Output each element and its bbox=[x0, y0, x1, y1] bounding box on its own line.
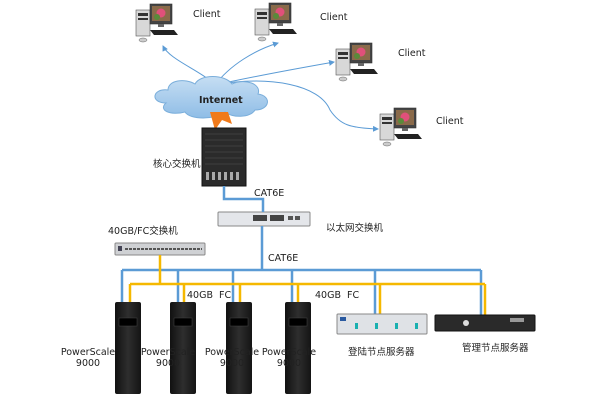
cat6e-label-1: CAT6E bbox=[254, 188, 285, 199]
fc-link-label-2: 40GB FC bbox=[315, 290, 360, 301]
powerscale-label-1: PowerScale 9000 bbox=[58, 347, 118, 369]
powerscale-label-3: PowerScale 9000 bbox=[202, 347, 262, 369]
management-server-icon bbox=[434, 314, 536, 332]
powerscale-name: PowerScale bbox=[140, 347, 196, 358]
powerscale-model: 9000 bbox=[75, 358, 101, 369]
powerscale-node-3 bbox=[226, 302, 252, 394]
powerscale-label-2: PowerScale 9000 bbox=[138, 347, 198, 369]
ethernet-switch-icon bbox=[217, 211, 311, 227]
login-server-label: 登陆节点服务器 bbox=[348, 347, 415, 358]
client-label-3: Client bbox=[398, 48, 426, 59]
management-server-label: 管理节点服务器 bbox=[462, 343, 529, 354]
internet-cloud-icon bbox=[154, 76, 268, 119]
powerscale-name: PowerScale bbox=[204, 347, 260, 358]
powerscale-node-4 bbox=[285, 302, 311, 394]
client-label-2: Client bbox=[320, 12, 348, 23]
fc-links bbox=[128, 255, 487, 318]
login-server-icon bbox=[336, 313, 428, 335]
powerscale-node-1 bbox=[115, 302, 141, 394]
ethernet-switch-label: 以太网交换机 bbox=[326, 223, 384, 234]
client-label-1: Client bbox=[193, 9, 221, 20]
powerscale-label-4: PowerScale 9000 bbox=[259, 347, 319, 369]
core-switch-label: 核心交换机 bbox=[153, 159, 201, 170]
powerscale-model: 9000 bbox=[155, 358, 181, 369]
fc-switch-icon bbox=[114, 242, 206, 256]
powerscale-name: PowerScale bbox=[261, 347, 317, 358]
client-computer-1 bbox=[135, 3, 179, 43]
powerscale-node-2 bbox=[170, 302, 196, 394]
core-switch-icon bbox=[201, 127, 247, 187]
cat6e-label-2: CAT6E bbox=[268, 253, 299, 264]
client-computer-4 bbox=[379, 107, 423, 147]
powerscale-model: 9000 bbox=[276, 358, 302, 369]
ethernet-links bbox=[120, 186, 483, 318]
powerscale-name: PowerScale bbox=[60, 347, 116, 358]
client-computer-2 bbox=[254, 2, 298, 42]
lightning-icon bbox=[210, 112, 232, 130]
client-label-4: Client bbox=[436, 116, 464, 127]
internet-label: Internet bbox=[199, 95, 243, 106]
powerscale-model: 9000 bbox=[219, 358, 245, 369]
fc-switch-label: 40GB/FC交换机 bbox=[108, 226, 178, 237]
fc-link-label-1: 40GB FC bbox=[187, 290, 232, 301]
client-computer-3 bbox=[335, 42, 379, 82]
link-client-4 bbox=[214, 80, 379, 132]
